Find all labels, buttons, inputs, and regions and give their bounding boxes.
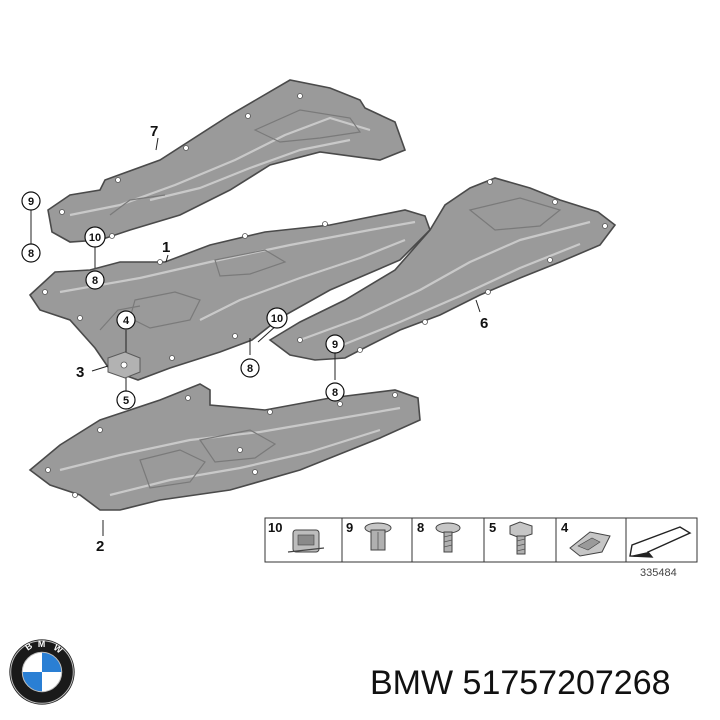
fastener-legend: 10 9 8 5 4 bbox=[264, 517, 698, 563]
callout-9-a: 9 bbox=[21, 191, 41, 211]
label-part-7: 7 bbox=[150, 123, 158, 140]
svg-text:9: 9 bbox=[332, 339, 338, 351]
svg-text:8: 8 bbox=[332, 387, 338, 399]
legend-label-4: 4 bbox=[561, 520, 569, 535]
svg-text:9: 9 bbox=[28, 196, 34, 208]
legend-label-5: 5 bbox=[489, 520, 496, 535]
expanding-rivet-icon bbox=[364, 522, 392, 551]
svg-text:5: 5 bbox=[123, 395, 129, 407]
legend-label-8: 8 bbox=[417, 520, 424, 535]
svg-text:10: 10 bbox=[271, 313, 283, 325]
speed-nut-icon bbox=[287, 529, 325, 553]
label-part-2: 2 bbox=[96, 538, 104, 555]
part-number-label: BMW 51757207268 bbox=[370, 664, 671, 702]
underbody-shield-part-2 bbox=[28, 383, 421, 511]
svg-text:8: 8 bbox=[28, 248, 34, 260]
clip-nut-icon bbox=[569, 531, 611, 557]
callout-8-d: 8 bbox=[325, 382, 345, 402]
callout-10-a: 10 bbox=[84, 226, 106, 248]
svg-text:B: B bbox=[23, 641, 34, 653]
callout-8-c: 8 bbox=[240, 358, 260, 378]
label-part-3: 3 bbox=[76, 364, 84, 381]
diagram-id: 335484 bbox=[640, 567, 677, 579]
underbody-shield-part-6 bbox=[268, 177, 617, 361]
direction-arrow-icon bbox=[629, 526, 692, 558]
screw-icon bbox=[435, 522, 461, 553]
bmw-logo-icon: B M W bbox=[9, 639, 75, 705]
svg-text:8: 8 bbox=[92, 275, 98, 287]
underbody-shield-part-1 bbox=[28, 209, 431, 381]
label-part-6: 6 bbox=[480, 315, 488, 332]
callout-8-a: 8 bbox=[21, 243, 41, 263]
label-part-1: 1 bbox=[162, 239, 170, 256]
callout-4: 4 bbox=[116, 310, 136, 330]
grommet-part-3 bbox=[107, 351, 141, 379]
callout-9-b: 9 bbox=[325, 334, 345, 354]
legend-label-9: 9 bbox=[346, 520, 353, 535]
svg-text:M: M bbox=[38, 639, 45, 649]
callout-5: 5 bbox=[116, 390, 136, 410]
svg-text:4: 4 bbox=[123, 315, 130, 327]
hex-bolt-icon bbox=[509, 521, 533, 555]
underbody-shield-part-7 bbox=[47, 79, 407, 243]
svg-text:8: 8 bbox=[247, 363, 253, 375]
callout-8-b: 8 bbox=[85, 270, 105, 290]
legend-label-10: 10 bbox=[268, 520, 282, 535]
svg-text:10: 10 bbox=[89, 232, 101, 244]
callout-10-b: 10 bbox=[266, 307, 288, 329]
